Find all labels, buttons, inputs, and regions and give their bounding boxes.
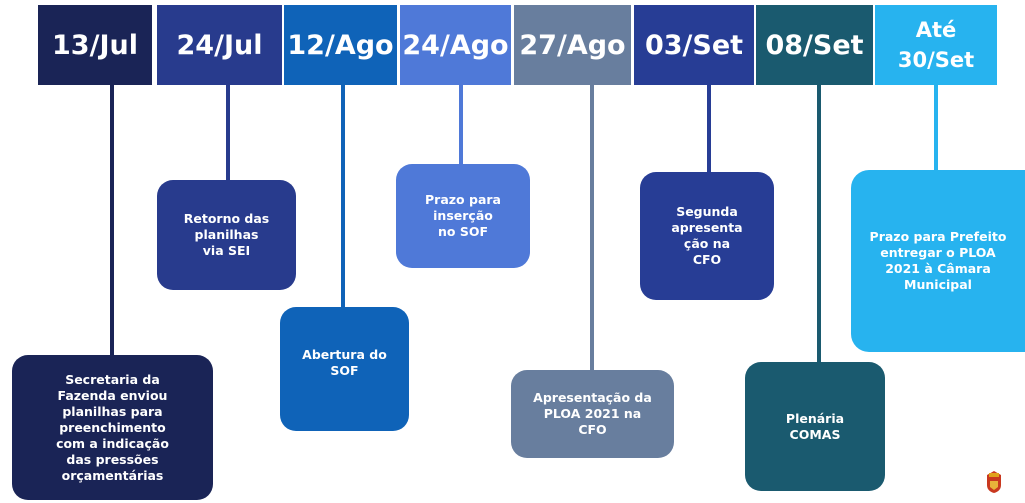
timeline-description-24-jul: Retorno das planilhas via SEI xyxy=(183,211,270,258)
timeline-description-03-set: Segunda apresenta ção na CFO xyxy=(671,204,743,267)
timeline-date-ate-30-set: Até 30/Set xyxy=(875,5,997,85)
timeline-description-ate-30-set: Prazo para Prefeito entregar o PLOA 2021… xyxy=(869,229,1007,292)
timeline-description-24-ago: Prazo para inserção no SOF xyxy=(425,192,501,239)
timeline-box-27-ago: Apresentação da PLOA 2021 na CFO xyxy=(511,370,674,458)
timeline-date-27-ago: 27/Ago xyxy=(514,5,631,85)
timeline-description-27-ago: Apresentação da PLOA 2021 na CFO xyxy=(533,390,652,437)
timeline-box-ate-30-set: Prazo para Prefeito entregar o PLOA 2021… xyxy=(851,170,1025,352)
timeline-box-24-jul: Retorno das planilhas via SEI xyxy=(157,180,296,290)
connector-line-24-ago xyxy=(459,85,463,167)
timeline-box-13-jul: Secretaria da Fazenda enviou planilhas p… xyxy=(12,355,213,500)
timeline-description-13-jul: Secretaria da Fazenda enviou planilhas p… xyxy=(56,371,169,483)
timeline-date-12-ago: 12/Ago xyxy=(284,5,397,85)
connector-line-ate-30-set xyxy=(934,85,938,173)
timeline-description-08-set: Plenária COMAS xyxy=(785,410,845,442)
connector-line-13-jul xyxy=(110,85,114,370)
connector-line-08-set xyxy=(817,85,821,365)
timeline-date-24-jul: 24/Jul xyxy=(157,5,282,85)
timeline-description-12-ago: Abertura do SOF xyxy=(302,347,387,378)
timeline-date-03-set: 03/Set xyxy=(634,5,754,85)
timeline-box-08-set: Plenária COMAS xyxy=(745,362,885,491)
timeline-date-13-jul: 13/Jul xyxy=(38,5,152,85)
timeline-box-24-ago: Prazo para inserção no SOF xyxy=(396,164,530,268)
timeline-date-08-set: 08/Set xyxy=(756,5,873,85)
connector-line-27-ago xyxy=(590,85,594,373)
connector-line-03-set xyxy=(707,85,711,175)
timeline-box-03-set: Segunda apresenta ção na CFO xyxy=(640,172,774,300)
timeline-box-12-ago: Abertura do SOF xyxy=(280,307,409,431)
city-seal-icon xyxy=(987,471,1001,493)
connector-line-12-ago xyxy=(341,85,345,310)
connector-line-24-jul xyxy=(226,85,230,182)
timeline-date-24-ago: 24/Ago xyxy=(400,5,511,85)
